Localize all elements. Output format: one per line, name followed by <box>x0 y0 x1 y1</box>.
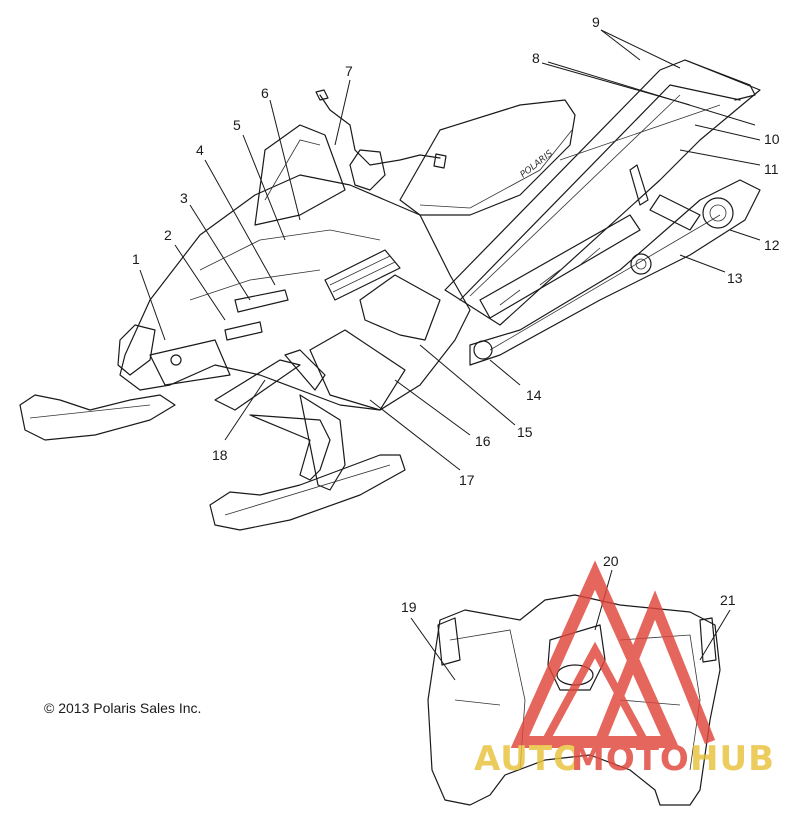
watermark-moto: MOTO <box>571 739 690 779</box>
callout-12: 12 <box>764 237 780 253</box>
handlebar <box>315 89 447 191</box>
callout-15: 15 <box>517 424 533 440</box>
callout-21: 21 <box>720 592 736 608</box>
callout-13: 13 <box>727 270 743 286</box>
copyright-text: © 2013 Polaris Sales Inc. <box>44 700 202 716</box>
callout-8: 8 <box>532 50 540 66</box>
callout-20: 20 <box>603 553 619 569</box>
watermark-hub: HUB <box>690 739 775 779</box>
callout-3: 3 <box>180 190 188 206</box>
rear-tunnel <box>444 59 761 366</box>
watermark-auto: AUTO <box>474 739 583 779</box>
hood-body <box>117 124 471 411</box>
seat: POLARIS <box>399 99 576 216</box>
callout-5: 5 <box>233 117 241 133</box>
callout-6: 6 <box>261 85 269 101</box>
callout-16: 16 <box>475 433 491 449</box>
callout-2: 2 <box>164 227 172 243</box>
callout-19: 19 <box>401 599 417 615</box>
callout-10: 10 <box>764 131 780 147</box>
callout-17: 17 <box>459 472 475 488</box>
skis <box>19 349 406 531</box>
callout-9: 9 <box>592 14 600 30</box>
watermark-logo: AUTO MOTO HUB <box>474 560 775 779</box>
callout-18: 18 <box>212 447 228 463</box>
callout-4: 4 <box>196 142 204 158</box>
leader-lines <box>139 29 761 681</box>
callout-numbers: 1 2 3 4 5 6 7 8 9 10 11 12 13 14 15 16 1… <box>132 14 780 615</box>
callout-14: 14 <box>526 387 542 403</box>
callout-7: 7 <box>345 63 353 79</box>
callout-1: 1 <box>132 251 140 267</box>
callout-11: 11 <box>764 161 779 177</box>
